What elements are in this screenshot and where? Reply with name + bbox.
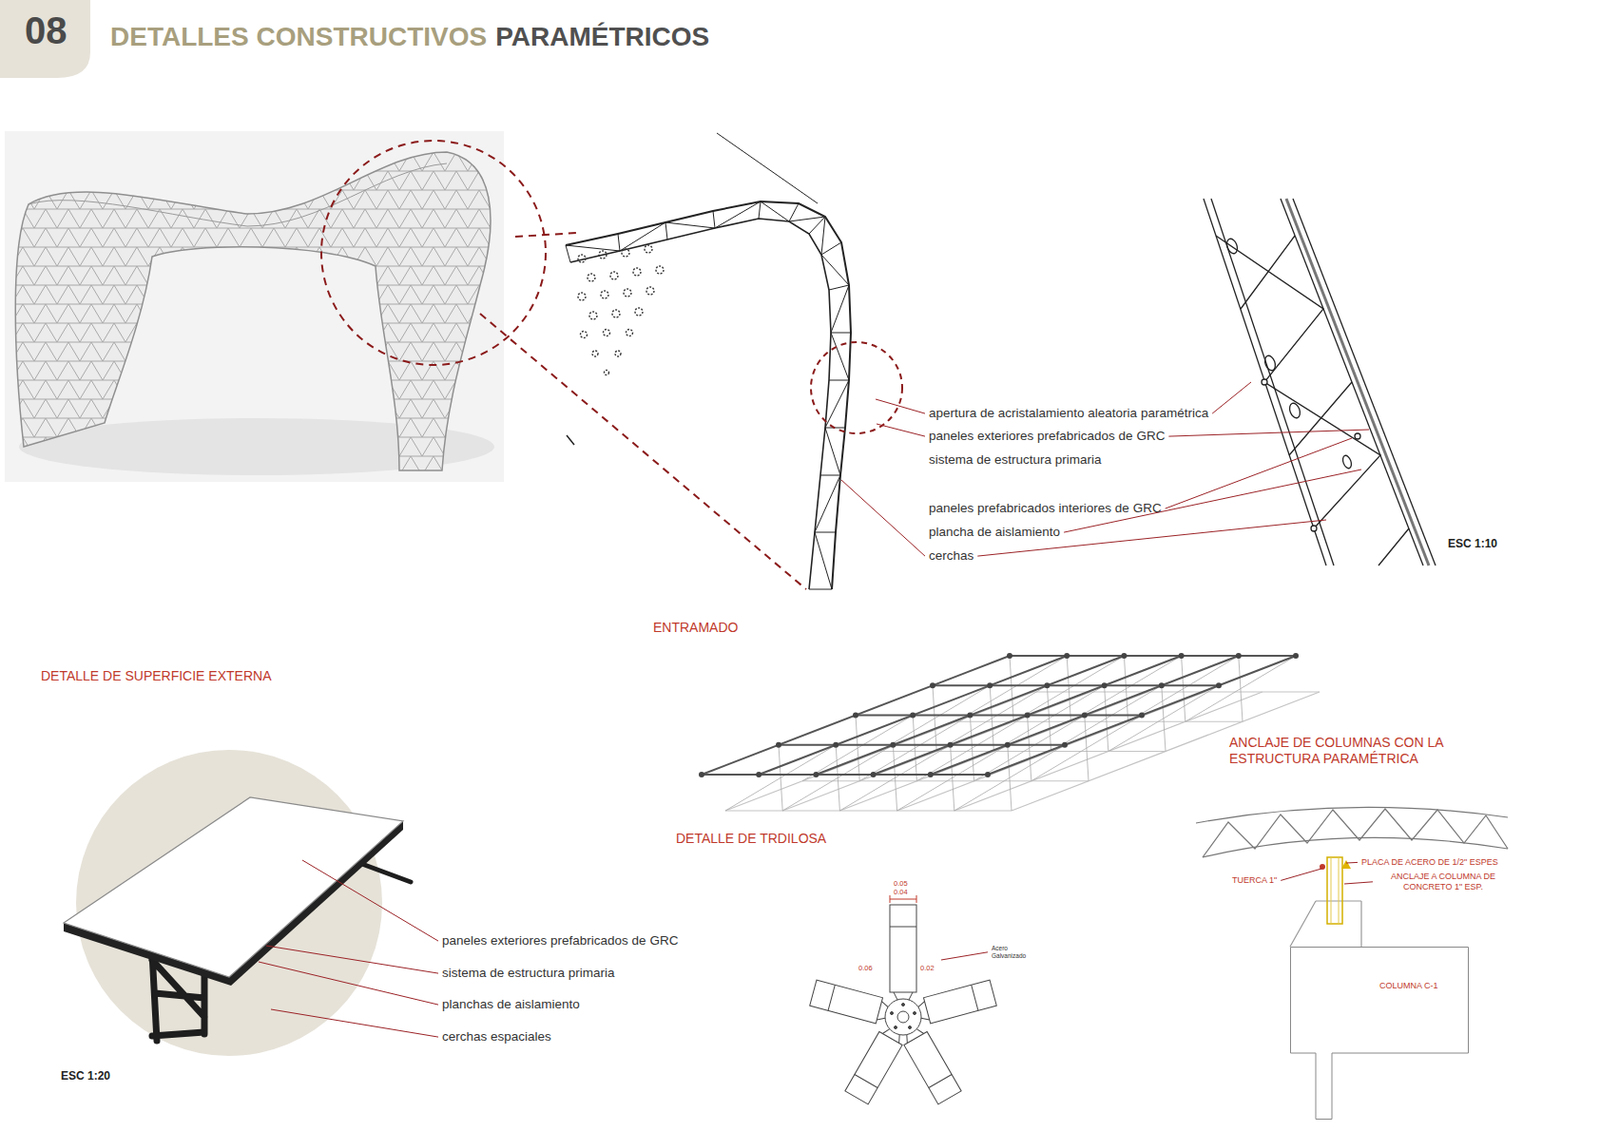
leader-line — [876, 424, 926, 437]
column-outline: COLUMNA C-1 — [1290, 946, 1469, 1120]
callout-label: paneles exteriores prefabricados de GRC — [928, 428, 1165, 444]
callout-label: cerchas espaciales — [442, 1029, 552, 1045]
section-heading: DETALLE DE TRDILOSA — [675, 830, 827, 848]
dimension: 0.04 — [893, 887, 908, 897]
leader-line — [1280, 868, 1322, 881]
badge — [0, 0, 91, 78]
detail-circle — [321, 140, 546, 366]
leader-line — [875, 399, 926, 414]
leader-line — [270, 1009, 439, 1038]
column-shape — [1290, 946, 1469, 1120]
callout-label: planchas de aislamiento — [442, 997, 580, 1013]
callout-label: sistema de estructura primaria — [442, 965, 616, 982]
section-heading: DETALLE DE SUPERFICIE EXTERNA — [40, 668, 271, 685]
sheet-title: DETALLES CONSTRUCTIVOS — [110, 20, 487, 54]
callout-label: cerchas — [928, 548, 974, 564]
scale-note: ESC 1:10 — [1447, 537, 1498, 551]
callout-label: paneles exteriores prefabricados de GRC — [442, 933, 678, 949]
dimension: 0.05 — [893, 879, 908, 888]
callout-label: plancha de aislamiento — [928, 524, 1061, 540]
section-heading: ENTRAMADO — [653, 619, 738, 637]
leader-line — [841, 480, 926, 557]
wall-detail — [1203, 198, 1436, 566]
detail-circle — [810, 342, 903, 434]
node-connector — [809, 895, 998, 1105]
leader-line — [1344, 882, 1373, 885]
material-note: Acero Galvanizado — [991, 944, 1034, 961]
dimension: 0.02 — [920, 963, 935, 973]
callout-label: ANCLAJE A COLUMNA DE CONCRETO 1" ESP. — [1376, 871, 1510, 893]
callout-label: apertura de acristalamiento aleatoria pa… — [928, 405, 1209, 422]
detail-link — [480, 232, 807, 590]
leader-line — [258, 962, 439, 1005]
scale-note: ESC 1:20 — [60, 1069, 111, 1083]
leader-line — [1212, 382, 1252, 414]
sheet-title: PARAMÉTRICOS — [495, 20, 710, 54]
callout-label: paneles prefabricados interiores de GRC — [928, 501, 1162, 517]
callout-label: sistema de estructura primaria — [928, 452, 1102, 468]
glazing-openings — [578, 245, 664, 376]
sheet-number: 08 — [24, 7, 68, 54]
render-view — [4, 131, 504, 482]
leader-line — [1165, 438, 1352, 509]
dimension: 0.06 — [858, 963, 873, 973]
leader-line — [1346, 862, 1358, 865]
leader-line — [266, 945, 439, 974]
leader-line — [1168, 429, 1369, 437]
space-frame — [698, 653, 1320, 811]
column-label: COLUMNA C-1 — [1379, 981, 1439, 991]
surface-detail — [63, 750, 411, 1057]
leader-line — [941, 952, 988, 961]
leader-line — [302, 860, 439, 942]
callout-label: PLACA DE ACERO DE 1/2" ESPES — [1361, 857, 1499, 868]
callout-label: TUERCA 1" — [1232, 875, 1277, 887]
section-heading: ANCLAJE DE COLUMNAS CON LA ESTRUCTURA PA… — [1229, 734, 1479, 768]
arch-section — [565, 133, 851, 590]
